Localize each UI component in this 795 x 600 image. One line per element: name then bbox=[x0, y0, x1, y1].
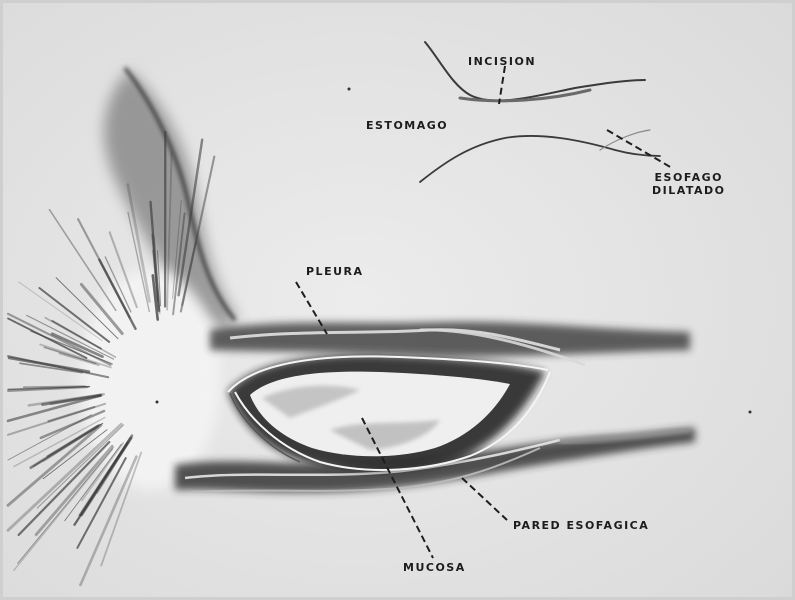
estomago-label: ESTOMAGO bbox=[366, 119, 448, 132]
pleura-label: PLEURA bbox=[306, 265, 364, 278]
fiber-stroke bbox=[24, 386, 85, 387]
esofago-label-line2: DILATADO bbox=[652, 184, 726, 197]
pared-esofagica-label: PARED ESOFAGICA bbox=[513, 519, 649, 532]
incision-label: INCISION bbox=[468, 55, 536, 68]
esofago-label-line1: ESOFAGO bbox=[652, 171, 726, 184]
mucosa-label: MUCOSA bbox=[403, 561, 466, 574]
esofago-dilatado-label: ESOFAGO DILATADO bbox=[652, 171, 726, 197]
